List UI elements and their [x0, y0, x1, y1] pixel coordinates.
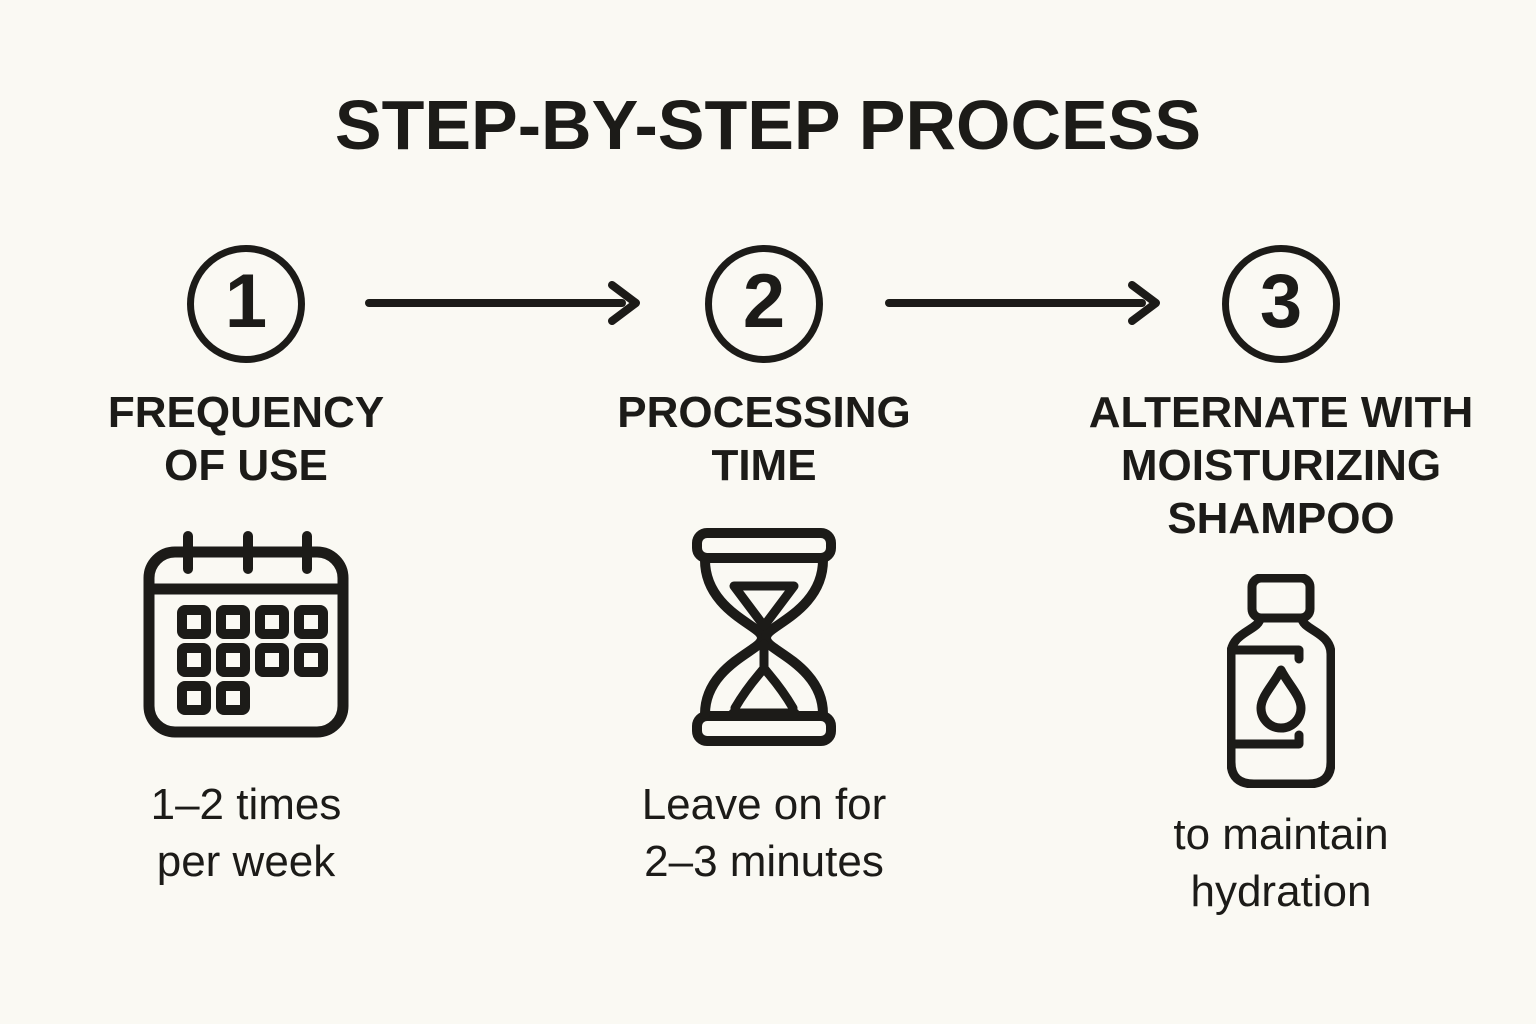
step-3: 3 ALTERNATE WITH MOISTURIZING SHAMPOO to… — [1039, 0, 1523, 1024]
shampoo-bottle-icon — [1227, 574, 1335, 788]
calendar-icon — [143, 531, 349, 739]
step-2-number: 2 — [742, 259, 786, 344]
hourglass-icon — [689, 526, 839, 748]
page-title: STEP-BY-STEP PROCESS — [334, 86, 1202, 164]
step-1: 1 FREQUENCY OF USE — [4, 0, 488, 1024]
step-3-number: 3 — [1259, 259, 1303, 344]
arrow-right-icon — [365, 281, 640, 325]
step-2-heading: PROCESSING TIME — [617, 388, 911, 490]
step-1-number-badge: 1 — [187, 245, 305, 363]
step-1-number: 1 — [224, 259, 268, 344]
step-1-heading: FREQUENCY OF USE — [107, 388, 385, 490]
step-3-heading: ALTERNATE WITH MOISTURIZING SHAMPOO — [1088, 388, 1474, 543]
step-2-number-badge: 2 — [705, 245, 823, 363]
step-3-number-badge: 3 — [1222, 245, 1340, 363]
step-1-caption: 1–2 times per week — [150, 780, 342, 886]
step-2: 2 PROCESSING TIME Leave on for 2–3 minut… — [522, 0, 1006, 1024]
step-3-caption: to maintain hydration — [1173, 810, 1389, 916]
step-2-caption: Leave on for 2–3 minutes — [641, 780, 887, 886]
arrow-right-icon — [885, 281, 1160, 325]
